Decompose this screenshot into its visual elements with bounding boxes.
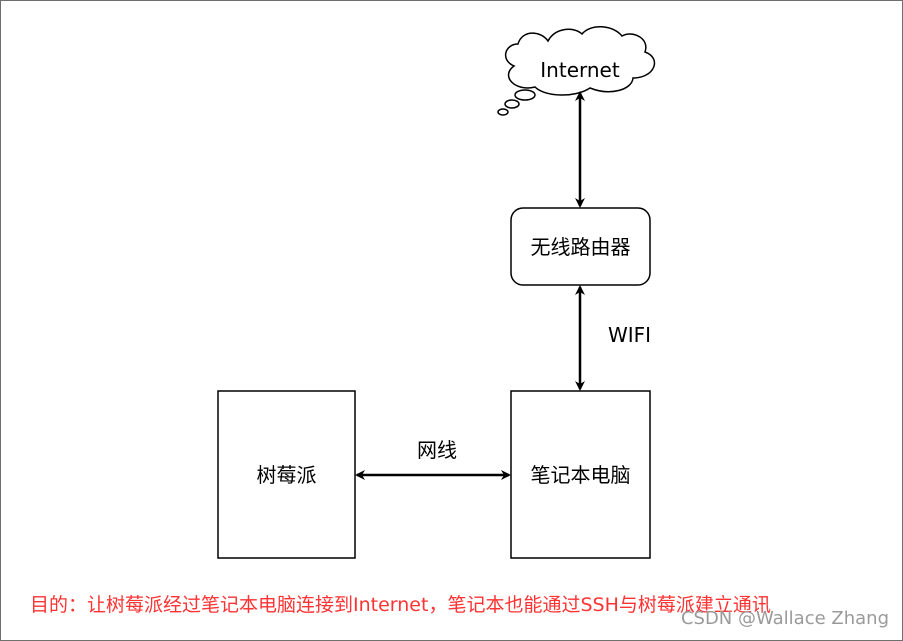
raspberry-node: 树莓派	[217, 390, 356, 559]
thought-bubble-large	[514, 89, 536, 101]
cable-label: 网线	[417, 438, 457, 462]
thought-bubble-medium	[504, 99, 520, 109]
internet-cloud: Internet	[497, 26, 656, 116]
purpose-caption: 目的：让树莓派经过笔记本电脑连接到Internet，笔记本也能通过SSH与树莓派…	[30, 594, 771, 616]
csdn-watermark: CSDN @Wallace Zhang	[680, 608, 889, 629]
router-node: 无线路由器	[510, 207, 651, 286]
laptop-box	[510, 390, 651, 559]
laptop-node: 笔记本电脑	[510, 390, 651, 559]
cloud-icon	[504, 26, 656, 96]
internet-label: Internet	[540, 58, 620, 82]
raspberry-box	[217, 390, 356, 559]
router-label: 无线路由器	[531, 235, 631, 259]
raspberry-label: 树莓派	[257, 463, 317, 487]
thought-bubble-small	[497, 108, 509, 116]
laptop-label: 笔记本电脑	[531, 463, 631, 487]
wifi-label: WIFI	[608, 323, 651, 347]
